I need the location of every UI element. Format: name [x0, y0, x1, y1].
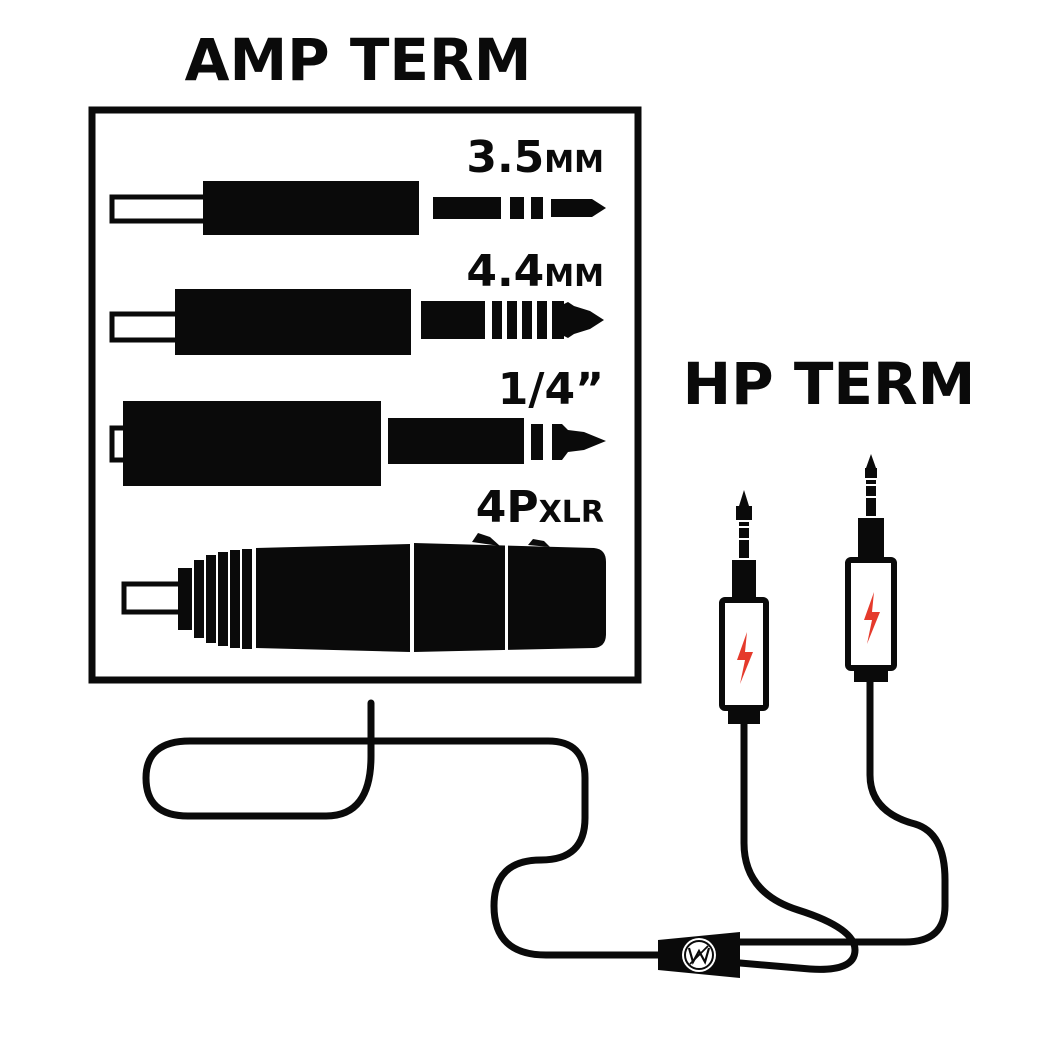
label-3-5mm: 3.5MM [466, 132, 604, 183]
label-4pin-xlr: 4PXLR [476, 482, 604, 533]
amp-term-title: AMP TERM [185, 26, 532, 94]
hp-plug-left [719, 490, 769, 724]
y-splitter [658, 932, 740, 978]
plug-3-5mm [109, 181, 606, 235]
plug-quarter-inch [109, 401, 606, 486]
label-4-4mm: 4.4MM [466, 246, 604, 297]
label-quarter-inch: 1/4” [498, 364, 604, 415]
lightning-bolt-icon [864, 592, 880, 644]
plug-4-4mm [109, 289, 604, 355]
hp-term-title: HP TERM [683, 350, 976, 418]
hp-plug-right [845, 454, 897, 682]
cable [142, 676, 949, 973]
lightning-bolt-icon [737, 632, 753, 684]
plug-4pin-xlr [121, 533, 606, 652]
